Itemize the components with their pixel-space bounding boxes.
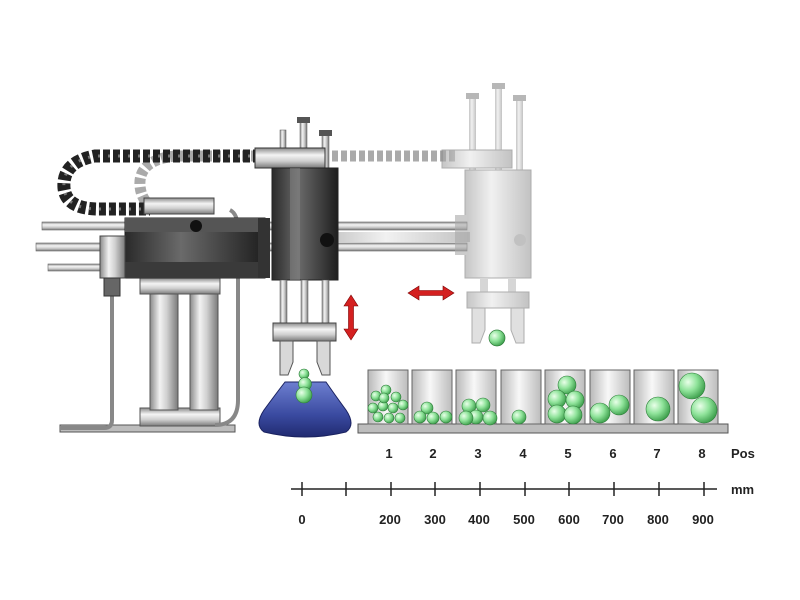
scale-tick-label: 0: [298, 512, 305, 527]
sorted-ball: [511, 409, 527, 425]
linear-axis-carriage: [99, 197, 270, 297]
sorting-tray: [357, 369, 729, 434]
sorted-ball: [482, 410, 498, 426]
sorted-ball: [387, 402, 399, 414]
scale-unit-label: mm: [731, 482, 754, 497]
sorted-ball: [378, 392, 390, 404]
sorted-ball: [397, 399, 409, 411]
scale-tick-label: 500: [513, 512, 535, 527]
sorted-ball: [690, 396, 718, 424]
sorted-ball: [383, 412, 395, 424]
machine-base: [59, 277, 236, 433]
position-number: 3: [474, 446, 481, 461]
gripper-ghost-position: [441, 83, 532, 344]
sorted-ball: [458, 410, 474, 426]
sorted-ball: [608, 394, 630, 416]
position-number: 5: [564, 446, 571, 461]
sorted-ball: [420, 401, 434, 415]
ball-falling-3: [295, 386, 313, 404]
sorted-ball: [390, 391, 402, 403]
sorted-ball: [589, 402, 611, 424]
sorted-ball: [367, 402, 379, 414]
scale-tick-label: 800: [647, 512, 669, 527]
scale-tick-label: 700: [602, 512, 624, 527]
sorted-ball: [439, 410, 453, 424]
scale-tick-label: 400: [468, 512, 490, 527]
mm-scale: mm 0 200 300 400 500 600 700 800 900: [291, 482, 754, 527]
sorted-ball: [678, 372, 706, 400]
sorted-ball: [557, 375, 577, 395]
position-number: 4: [519, 446, 527, 461]
ball-in-ghost-gripper: [488, 329, 506, 347]
sorted-ball: [426, 411, 440, 425]
scale-tick-label: 600: [558, 512, 580, 527]
sorted-ball: [413, 410, 427, 424]
cable-chain: [57, 149, 280, 216]
scale-tick-label: 900: [692, 512, 714, 527]
position-labels: 1 2 3 4 5 6 7 8 Pos: [385, 446, 754, 461]
cable-pipe: [60, 292, 114, 430]
position-number: 2: [429, 446, 436, 461]
sorted-ball: [475, 397, 491, 413]
collection-bowl: [258, 368, 352, 438]
double-arrow-vertical-icon: [343, 294, 359, 341]
sorted-ball: [645, 396, 671, 422]
double-arrow-horizontal-icon: [407, 285, 455, 301]
cup-row: [367, 369, 719, 426]
scale-tick-label: 300: [424, 512, 446, 527]
z-axis-gripper: [254, 117, 339, 376]
scale-tick-label: 200: [379, 512, 401, 527]
position-number: 8: [698, 446, 705, 461]
position-axis-label: Pos: [731, 446, 755, 461]
sorted-ball: [372, 411, 384, 423]
sorted-ball: [394, 412, 406, 424]
position-number: 1: [385, 446, 392, 461]
sorted-ball: [547, 404, 567, 424]
position-number: 6: [609, 446, 616, 461]
sorted-ball: [563, 405, 583, 425]
position-number: 7: [653, 446, 660, 461]
